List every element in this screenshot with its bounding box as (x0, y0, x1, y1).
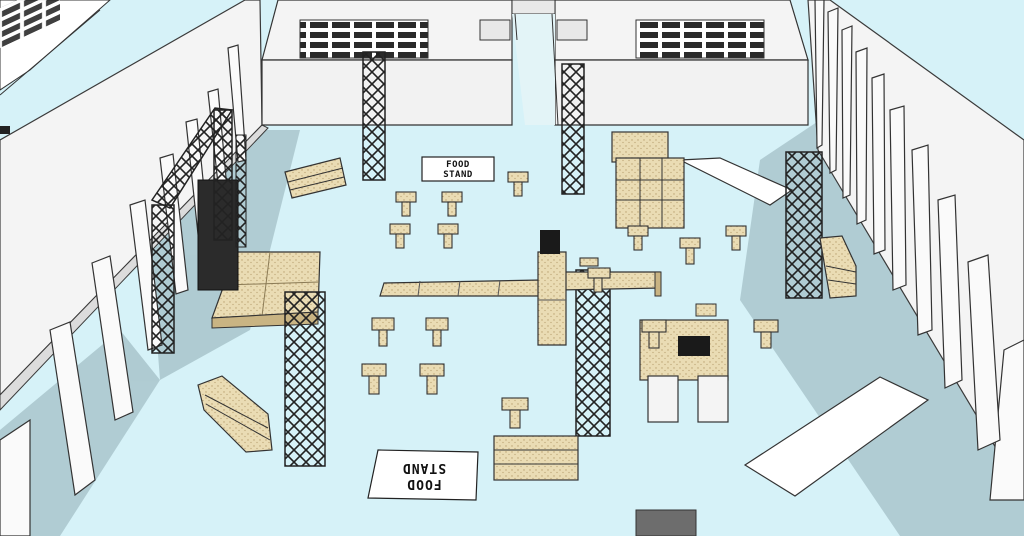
shelf-unit-4 (611, 131, 685, 229)
high-table (753, 319, 779, 349)
truss-tower-2 (561, 63, 585, 195)
truss-tower-4 (284, 291, 326, 467)
high-table (425, 317, 449, 347)
high-table (501, 397, 529, 429)
mannequin (540, 230, 560, 254)
high-table (627, 225, 649, 251)
shelf-unit-2 (197, 375, 273, 453)
high-table (679, 237, 701, 265)
high-tables (361, 171, 779, 429)
high-table (395, 191, 417, 217)
back-corridor (511, 0, 559, 126)
high-table (361, 363, 387, 395)
food-stand-sign-south-line2: STAND (402, 460, 446, 475)
high-table (371, 317, 395, 347)
high-table (587, 267, 611, 293)
food-stand-sign-north-line1: FOOD (446, 160, 470, 170)
back-room-left (261, 0, 513, 126)
truss-tower-5 (575, 269, 611, 437)
shelf-unit-5 (819, 235, 857, 299)
plan-drawing-top-left (0, 0, 111, 134)
back-room-right (554, 0, 809, 126)
high-table (725, 225, 747, 251)
truss-tower-1 (362, 51, 386, 181)
high-table (579, 257, 599, 267)
overhead-truss-arch (150, 107, 247, 354)
high-table (437, 223, 459, 249)
right-wall (807, 0, 1024, 501)
shelf-unit-3 (493, 435, 579, 481)
high-table (389, 223, 411, 249)
high-table (441, 191, 463, 217)
floor-mat-lower-right (743, 376, 930, 497)
food-stand-sign-north-line2: STAND (443, 170, 473, 180)
shelf-unit-1 (284, 157, 347, 199)
catwalk (379, 230, 662, 346)
food-stand-sign-south-line1: FOOD (406, 476, 441, 491)
high-table (419, 363, 445, 395)
food-stand-sign-south: FOOD STAND (367, 449, 479, 501)
food-stand-sign-north: FOOD STAND (421, 156, 495, 182)
truss-tower-3 (785, 151, 823, 299)
display-booth (639, 303, 729, 423)
high-table (641, 319, 667, 349)
high-table (507, 171, 529, 197)
dark-floor-panel (635, 509, 697, 536)
